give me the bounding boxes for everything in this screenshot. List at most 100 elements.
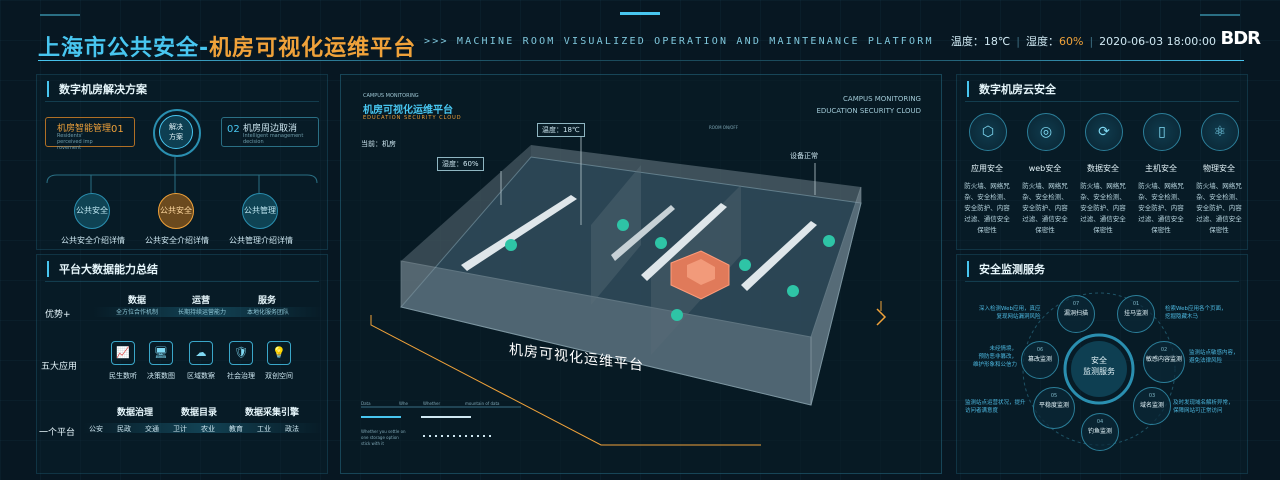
cloud-security-title: 数字机房云安全 bbox=[967, 81, 1056, 97]
sector-8: 政法 bbox=[285, 425, 299, 433]
desc-bottom-right: 及时发现域名解析异常，保障网站可正常访问 bbox=[1173, 400, 1234, 414]
humidity-value: 60% bbox=[1059, 35, 1084, 48]
solution-left-name: 机房智能管理 bbox=[57, 124, 112, 134]
phone-icon[interactable]: ▯ bbox=[1143, 113, 1181, 151]
humidity-tag[interactable]: 湿度：60% bbox=[437, 157, 484, 171]
monitor-icon[interactable]: 🖥 bbox=[149, 341, 173, 365]
apps-label: 五大应用 bbox=[41, 362, 78, 372]
sec-name-5: 物理安全 bbox=[1203, 164, 1235, 173]
solution-center-button[interactable]: 解决 方案 bbox=[159, 115, 193, 149]
sec-desc-4: 防火墙、网络咒杂、安全检测、安全防护、内容过滤、通信安全保密性 bbox=[1138, 182, 1184, 234]
chart-icon[interactable]: 📈 bbox=[111, 341, 135, 365]
campus-label: CAMPUS MONITORING bbox=[363, 93, 419, 99]
right-cloud-label: EDUCATION SECURITY CLOUD bbox=[816, 107, 921, 115]
device-status-tag[interactable]: 设备正常 bbox=[790, 152, 818, 160]
solution-left-num: 01 bbox=[111, 124, 124, 135]
title-part1: 上海市公共安全- bbox=[38, 36, 210, 61]
solution-right-box[interactable] bbox=[221, 117, 319, 147]
title-part2: 机房可视化运维平台 bbox=[209, 36, 417, 61]
advantages-label: 优势+ bbox=[45, 310, 71, 320]
desc-top-left: 深入检测Web应用，真应复现网站漏洞风险 bbox=[979, 306, 1041, 320]
sector-3: 交通 bbox=[145, 425, 159, 433]
public-management-label: 公共管理介绍详情 bbox=[229, 236, 293, 245]
sec-desc-2: 防火墙、网络咒杂、安全检测、安全防护、内容过滤、通信安全保密性 bbox=[1022, 182, 1068, 234]
sec-name-3: 数据安全 bbox=[1087, 164, 1119, 173]
solution-connectors bbox=[46, 157, 318, 193]
platform-label: 一个平台 bbox=[39, 428, 76, 438]
sector-1: 公安 bbox=[89, 425, 103, 433]
platform-head-1: 数据治理 bbox=[116, 408, 153, 418]
solutions-title: 数字机房解决方案 bbox=[47, 81, 147, 97]
sec-name-1: 应用安全 bbox=[971, 164, 1003, 173]
humidity-label: 湿度： bbox=[1026, 35, 1059, 48]
solution-left-desc: Residents' perceived imp rovement bbox=[57, 133, 93, 151]
monitoring-center[interactable]: 安全 监测服务 bbox=[1083, 356, 1115, 376]
solution-right-name: 机房周边取消 bbox=[243, 124, 298, 134]
solution-right-desc: Intelligent management decision bbox=[243, 133, 304, 145]
solution-ring-outer bbox=[153, 109, 201, 157]
solution-left-box[interactable] bbox=[45, 117, 135, 147]
desc-mid-left: 未经情境，预防恶非篡改，维护形象和公信力 bbox=[973, 346, 1018, 368]
platform-head-2: 数据目录 bbox=[180, 408, 217, 418]
legend-note: Whether you settle on one storage option… bbox=[361, 429, 406, 446]
center-panel-sub: EDUCATION SECURITY CLOUD bbox=[363, 115, 462, 121]
app-label-1: 民生数听 bbox=[109, 372, 137, 380]
cube-icon[interactable]: ⬡ bbox=[969, 113, 1007, 151]
center-panel-title: 机房可视化运维平台 bbox=[363, 105, 453, 116]
bigdata-panel: 平台大数据能力总结 优势+ 数据 全方位合作机制 运营 长期持续运营能力 服务 … bbox=[36, 254, 328, 474]
bigdata-title: 平台大数据能力总结 bbox=[47, 261, 158, 277]
network-icon[interactable]: ⟳ bbox=[1085, 113, 1123, 151]
shield-icon[interactable]: 🛡 bbox=[229, 341, 253, 365]
globe-icon[interactable]: ◎ bbox=[1027, 113, 1065, 151]
advantage-head-1: 数据 bbox=[127, 296, 146, 306]
brand-logo: BDR bbox=[1220, 28, 1261, 49]
app-label-3: 区域数察 bbox=[187, 372, 215, 380]
temperature-value: 18℃ bbox=[983, 35, 1011, 48]
advantage-sub-2: 长期持续运营能力 bbox=[177, 309, 226, 316]
sector-2: 民政 bbox=[117, 425, 131, 433]
public-safety-label-2: 公共安全介绍详情 bbox=[145, 236, 209, 245]
sector-4: 卫计 bbox=[173, 425, 187, 433]
lightbulb-icon[interactable]: 💡 bbox=[267, 341, 291, 365]
room-onoff-label: ROOM ON/OFF bbox=[709, 125, 739, 130]
legend-data: Data bbox=[361, 401, 371, 406]
public-safety-button-2[interactable]: 公共安全 bbox=[158, 193, 194, 229]
monitoring-title: 安全监测服务 bbox=[967, 261, 1045, 277]
sec-desc-1: 防火墙、网络咒杂、安全检测、安全防护、内容过滤、通信安全保密性 bbox=[964, 182, 1010, 234]
public-management-button[interactable]: 公共管理 bbox=[242, 193, 278, 229]
app-label-4: 社会治理 bbox=[227, 372, 255, 380]
sector-6: 教育 bbox=[229, 425, 243, 433]
desc-top-right: 检索Web应用各个页面，挖掘隐藏木马 bbox=[1165, 306, 1227, 320]
sec-name-4: 主机安全 bbox=[1145, 164, 1177, 173]
sector-7: 工业 bbox=[257, 425, 271, 433]
sec-desc-3: 防火墙、网络咒杂、安全检测、安全防护、内容过滤、通信安全保密性 bbox=[1080, 182, 1126, 234]
sec-desc-5: 防火墙、网络咒杂、安全检测、安全防护、内容过滤、通信安全保密性 bbox=[1196, 182, 1242, 234]
sec-name-2: web安全 bbox=[1028, 164, 1062, 173]
cloud-icon[interactable]: ☁ bbox=[189, 341, 213, 365]
public-safety-label-1: 公共安全介绍详情 bbox=[61, 236, 125, 245]
advantage-head-2: 运营 bbox=[191, 296, 210, 306]
page-title: 上海市公共安全-机房可视化运维平台 bbox=[38, 30, 416, 62]
current-location: 当前：机房 bbox=[361, 140, 396, 148]
temperature-tag[interactable]: 温度：18℃ bbox=[537, 123, 585, 137]
room-3d-view[interactable] bbox=[341, 75, 941, 473]
temperature-label: 温度： bbox=[950, 35, 984, 48]
solution-right-num: 02 bbox=[227, 124, 240, 135]
machine-room-panel: CAMPUS MONITORING 机房可视化运维平台 EDUCATION SE… bbox=[340, 74, 942, 474]
public-safety-button-1[interactable]: 公共安全 bbox=[74, 193, 110, 229]
sector-5: 农业 bbox=[201, 425, 215, 433]
datetime: 2020-06-03 18:00:00 bbox=[1099, 35, 1216, 48]
atom-icon[interactable]: ⚛ bbox=[1201, 113, 1239, 151]
advantage-sub-3: 本地化服务团队 bbox=[246, 309, 289, 316]
header: 上海市公共安全-机房可视化运维平台 >>> MACHINE ROOM VISUA… bbox=[0, 0, 1280, 66]
desc-mid-right: 监测站点敏感内容，避免法律风险 bbox=[1189, 350, 1239, 364]
platform-head-3: 数据采集引擎 bbox=[244, 408, 299, 418]
